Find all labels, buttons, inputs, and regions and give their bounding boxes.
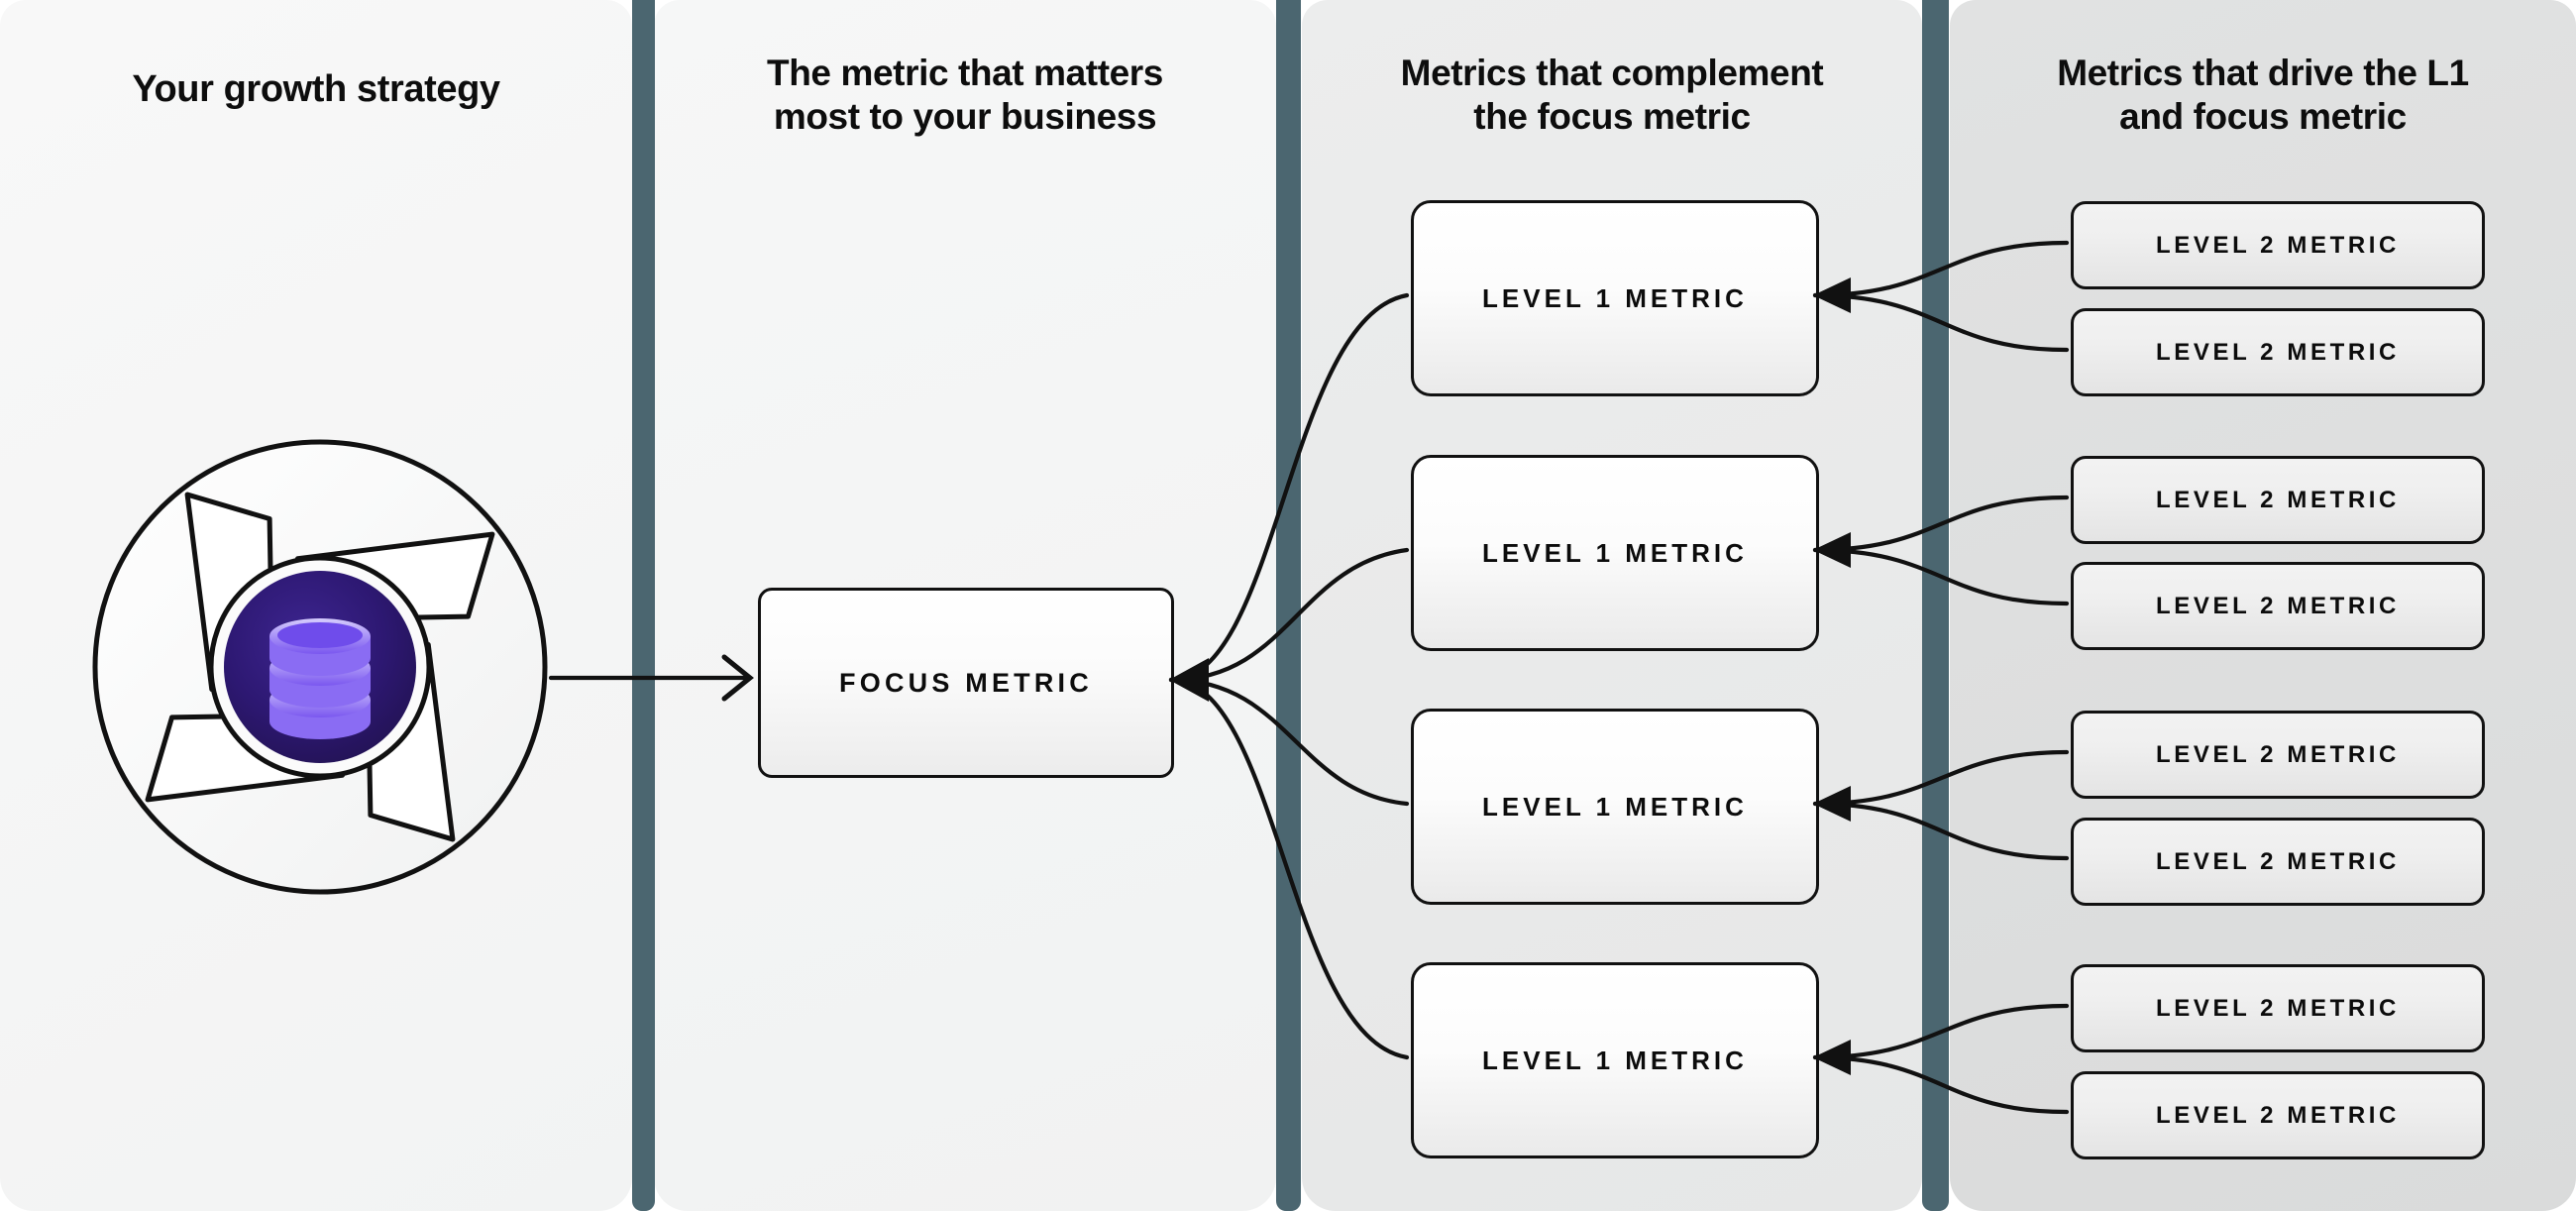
level2-metric-box-1[interactable]: LEVEL 2 METRIC: [2071, 201, 2485, 289]
level1-metric-box-4[interactable]: LEVEL 1 METRIC: [1411, 962, 1819, 1158]
level2-metric-box-3[interactable]: LEVEL 2 METRIC: [2071, 456, 2485, 544]
level1-metric-box-2[interactable]: LEVEL 1 METRIC: [1411, 455, 1819, 651]
level2-metric-label: LEVEL 2 METRIC: [2156, 486, 2400, 513]
level2-metric-box-8[interactable]: LEVEL 2 METRIC: [2071, 1071, 2485, 1159]
level1-metric-label: LEVEL 1 METRIC: [1482, 1045, 1748, 1075]
level2-metric-box-5[interactable]: LEVEL 2 METRIC: [2071, 711, 2485, 799]
level2-metric-label: LEVEL 2 METRIC: [2156, 847, 2400, 875]
level1-metric-box-1[interactable]: LEVEL 1 METRIC: [1411, 200, 1819, 396]
level2-metric-box-6[interactable]: LEVEL 2 METRIC: [2071, 818, 2485, 906]
level2-metric-box-7[interactable]: LEVEL 2 METRIC: [2071, 964, 2485, 1052]
level2-metric-label: LEVEL 2 METRIC: [2156, 1101, 2400, 1129]
level1-metric-label: LEVEL 1 METRIC: [1482, 282, 1748, 313]
focus-metric-label: FOCUS METRIC: [839, 667, 1093, 698]
database-cylinder-icon: [269, 618, 371, 739]
level2-metric-label: LEVEL 2 METRIC: [2156, 994, 2400, 1022]
level2-metric-label: LEVEL 2 METRIC: [2156, 740, 2400, 768]
column-separator-2: [1276, 0, 1301, 1211]
column-separator-3: [1922, 0, 1949, 1211]
level1-metric-label: LEVEL 1 METRIC: [1482, 791, 1748, 822]
level2-metric-label: LEVEL 2 METRIC: [2156, 592, 2400, 619]
focus-metric-box[interactable]: FOCUS METRIC: [758, 588, 1174, 778]
level2-metric-label: LEVEL 2 METRIC: [2156, 231, 2400, 259]
level2-metric-box-2[interactable]: LEVEL 2 METRIC: [2071, 308, 2485, 396]
level2-metric-box-4[interactable]: LEVEL 2 METRIC: [2071, 562, 2485, 650]
column-separator-1: [632, 0, 655, 1211]
level2-metric-label: LEVEL 2 METRIC: [2156, 338, 2400, 366]
level1-metric-box-3[interactable]: LEVEL 1 METRIC: [1411, 709, 1819, 905]
database-pinwheel-icon: [92, 439, 548, 895]
level1-metric-label: LEVEL 1 METRIC: [1482, 537, 1748, 568]
column-header-growth-strategy: Your growth strategy: [132, 68, 500, 110]
